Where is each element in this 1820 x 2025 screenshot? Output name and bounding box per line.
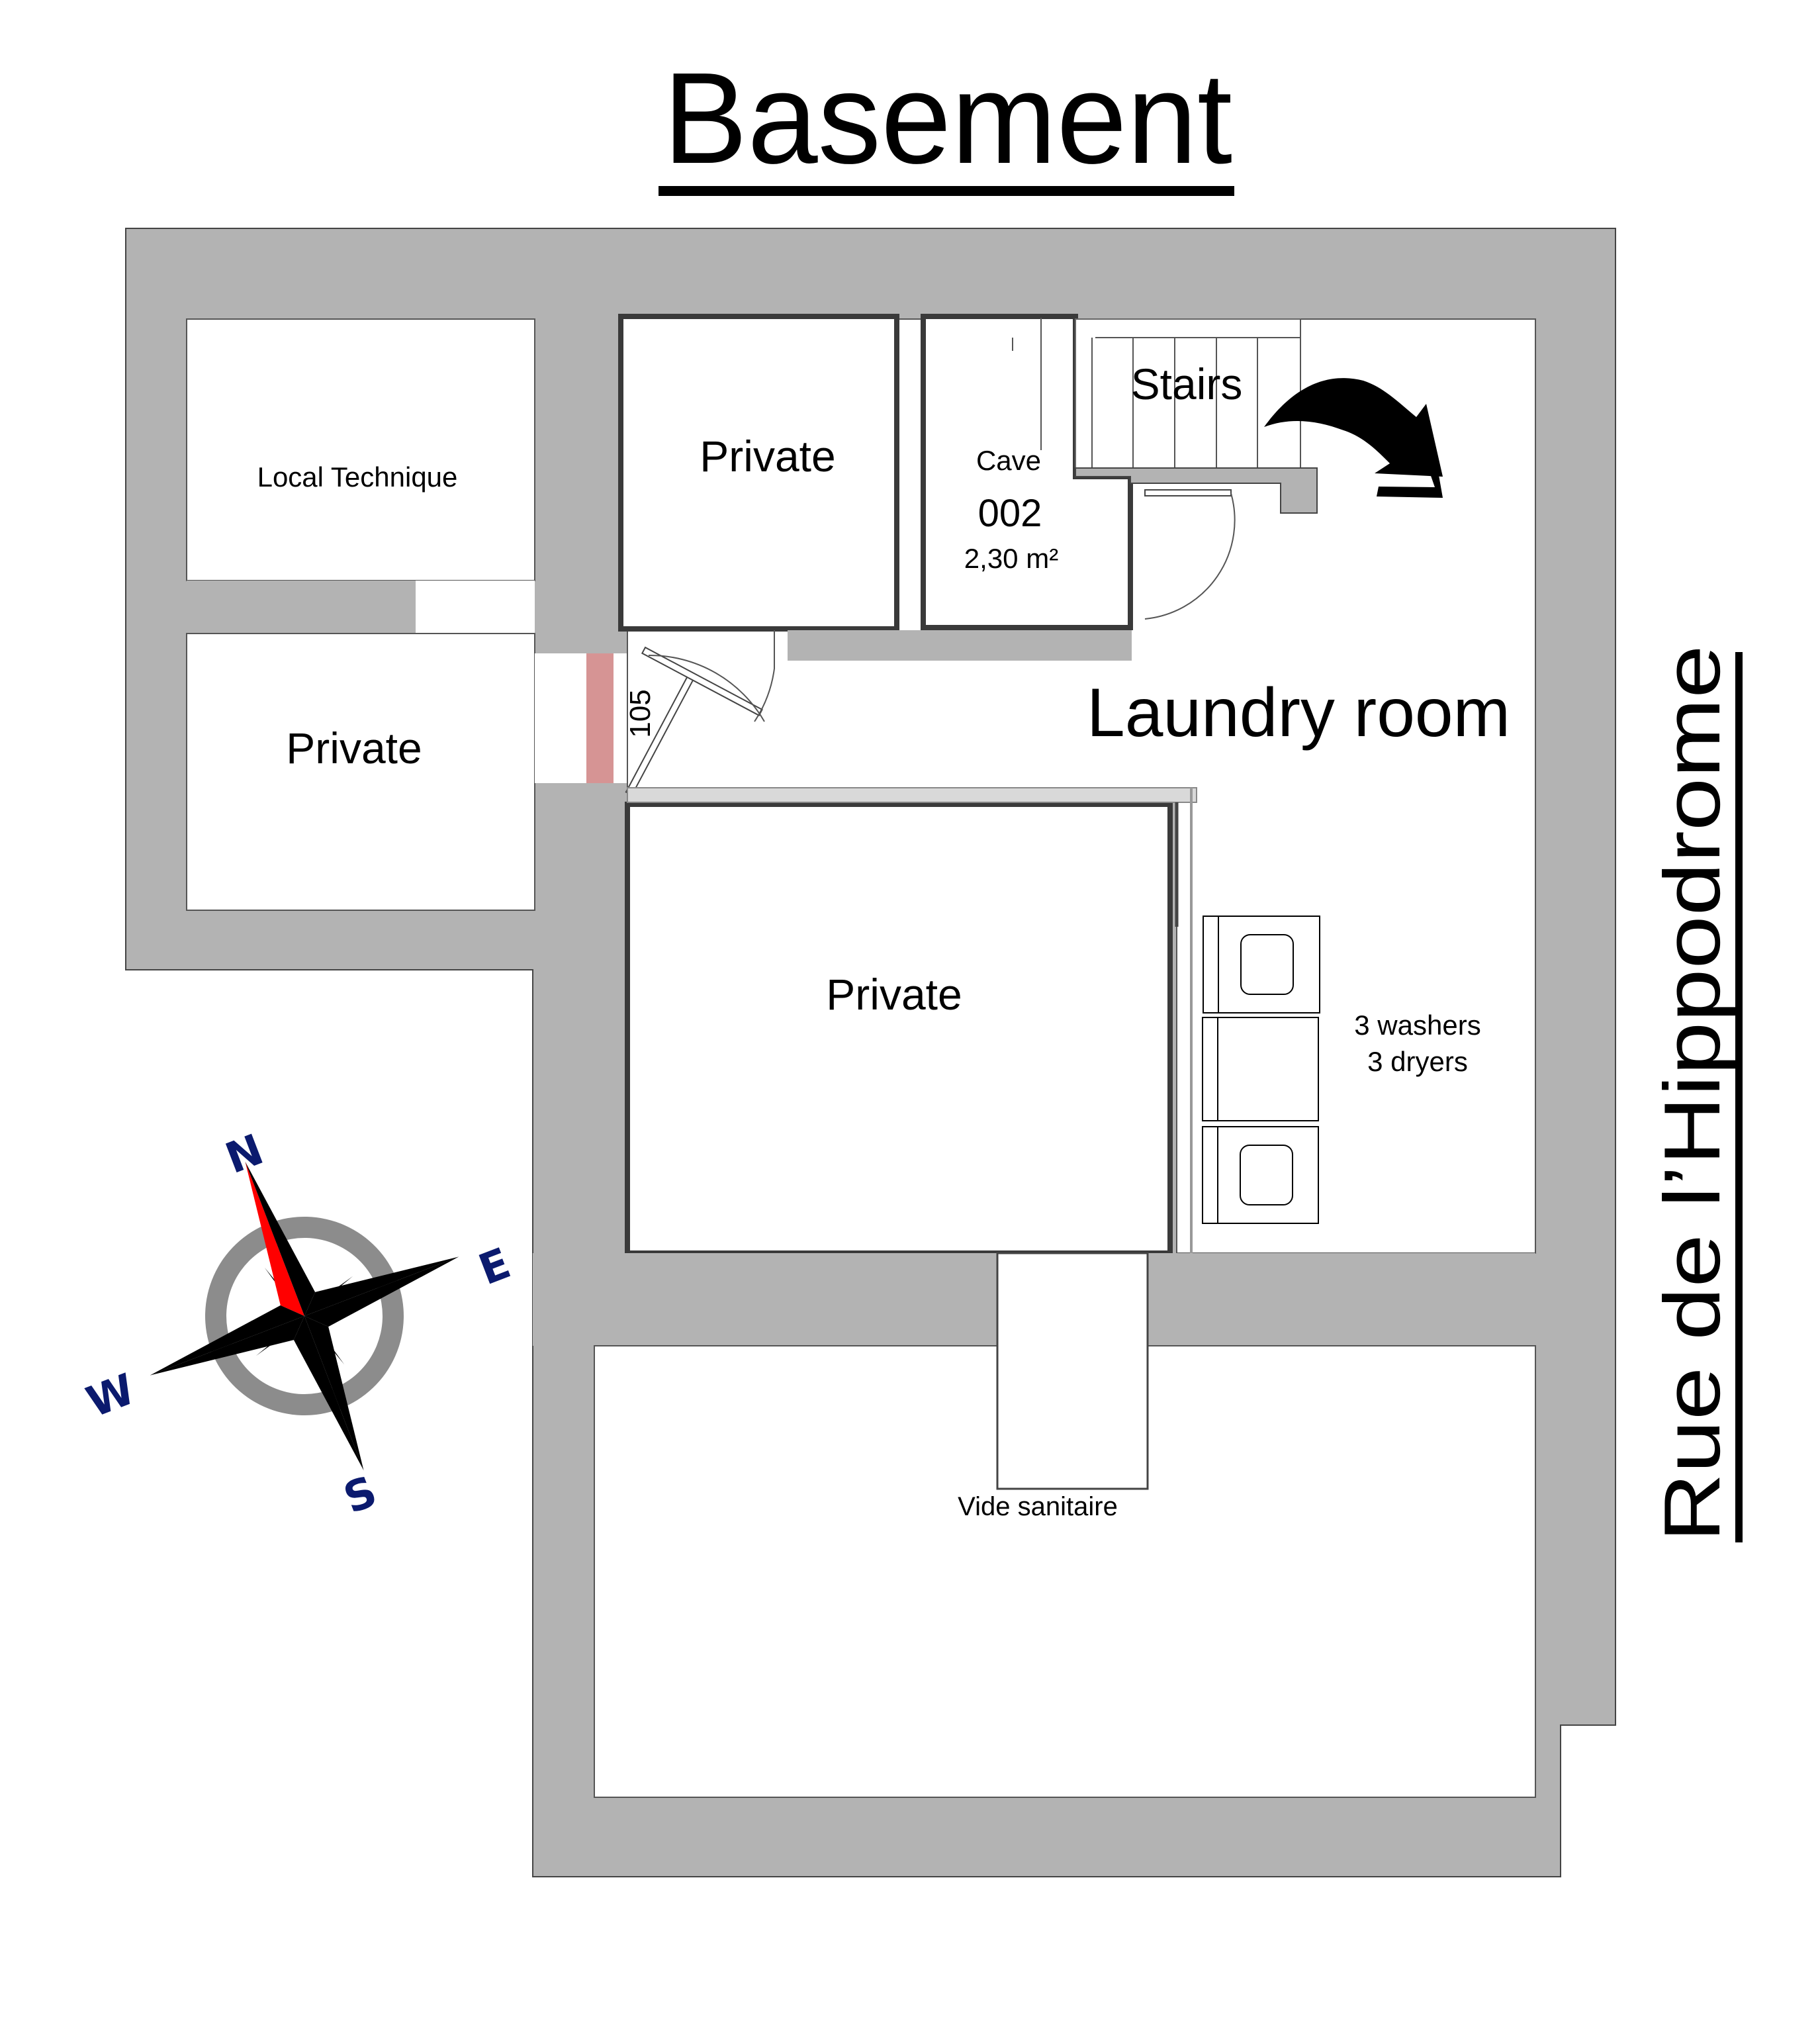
wall-below-cave [788,630,1132,661]
compass-north-label: N [219,1125,270,1184]
room-local-technique [186,318,535,581]
page-title: Basement [663,46,1232,191]
room-private-left [186,633,535,911]
room-private-center [625,802,1173,1256]
street-underline [1735,652,1743,1542]
partition-wall [187,581,416,634]
highlight-marker [586,653,614,783]
label-stairs: Stairs [1131,359,1243,408]
compass-south-label: S [338,1467,384,1524]
partition-gap [416,581,535,634]
label-local-technique: Local Technique [257,461,458,493]
label-cave: Cave [976,445,1041,476]
label-dryers: 3 dryers [1367,1046,1468,1077]
dryer-1 [1202,1017,1319,1121]
label-washers: 3 washers [1354,1010,1480,1041]
compass-rose-icon [150,1161,459,1471]
appliance-stack [1202,916,1320,1224]
compass-west-label: W [80,1365,141,1427]
door-105 [625,630,775,796]
street-name: Rue de l’Hippodrome [1648,645,1737,1542]
title-underline [659,186,1234,196]
cave-door [1144,489,1236,620]
label-laundry-room: Laundry room [1087,675,1510,751]
door-number: 105 [624,689,657,737]
label-cave-number: 002 [978,492,1042,535]
room-private-top [618,314,899,632]
label-private-top: Private [700,432,835,481]
label-private-center: Private [826,970,962,1019]
label-vide-sanitaire: Vide sanitaire [958,1492,1118,1521]
vide-sanitaire-access [996,1252,1149,1490]
label-private-left: Private [286,724,422,773]
compass-east-label: E [473,1239,517,1295]
corridor-partition [627,787,1197,803]
stairs-landing-wall [1075,467,1318,514]
stairs-direction-arrow-icon [1264,378,1443,498]
label-cave-area: 2,30 m² [964,543,1058,574]
